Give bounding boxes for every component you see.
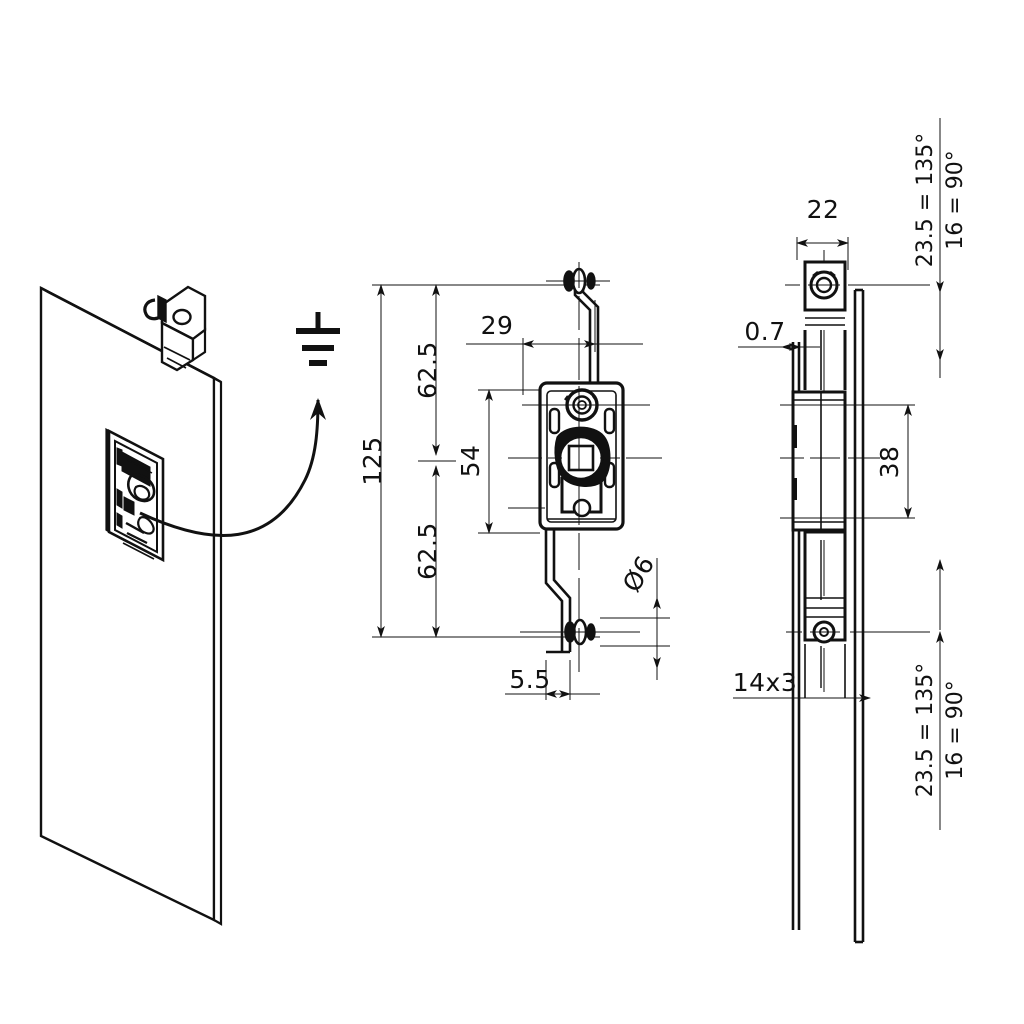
lower-screw (572, 498, 592, 518)
dim-label-125: 125 (358, 436, 387, 485)
square-drive (567, 444, 595, 472)
dim-22 (796, 237, 849, 270)
angle-note-top-line2: 16 = 90° (943, 150, 968, 249)
dim-label-22: 22 (807, 195, 840, 224)
dim-54 (478, 389, 540, 534)
recessed-lock-plate (105, 427, 165, 563)
bracket-bolt (172, 308, 192, 326)
dim-5_5 (505, 660, 600, 700)
side-middle-body (791, 390, 847, 532)
dim-label-62_5-upper: 62.5 (413, 341, 442, 399)
earth-ground-symbol (296, 312, 340, 366)
dim-label-0_7: 0.7 (744, 317, 785, 346)
angle-note-top-line1: 23.5 = 135° (913, 133, 938, 267)
dim-label-38: 38 (875, 446, 904, 479)
dim-label-29: 29 (481, 311, 514, 340)
dim-label-dia6: Ø6 (617, 551, 660, 597)
dim-label-62_5-lower: 62.5 (413, 522, 442, 580)
dim-label-5_5: 5.5 (509, 665, 550, 694)
angle-note-bottom-line1: 23.5 = 135° (913, 663, 938, 797)
top-bracket (143, 285, 207, 372)
upper-cranked-rod (546, 267, 610, 383)
side-lower-housing (803, 530, 847, 698)
dim-38 (786, 404, 915, 519)
side-upper-housing (803, 260, 847, 390)
dimension-labels: 125 62.5 62.5 54 29 Ø6 5.5 22 0.7 38 14x… (358, 133, 968, 797)
dim-dia6 (600, 558, 670, 680)
side-view (733, 118, 944, 944)
curved-arrow (139, 398, 326, 538)
lower-cranked-rod (520, 529, 640, 654)
dim-29 (466, 300, 643, 395)
angle-note-bottom-line2: 16 = 90° (943, 680, 968, 779)
front-view (372, 262, 670, 700)
panel-body (39, 286, 223, 926)
isometric-view (39, 285, 340, 926)
dim-label-54: 54 (456, 445, 485, 478)
dim-62_5-lower (418, 460, 456, 638)
dim-label-14x3: 14x3 (733, 668, 798, 697)
